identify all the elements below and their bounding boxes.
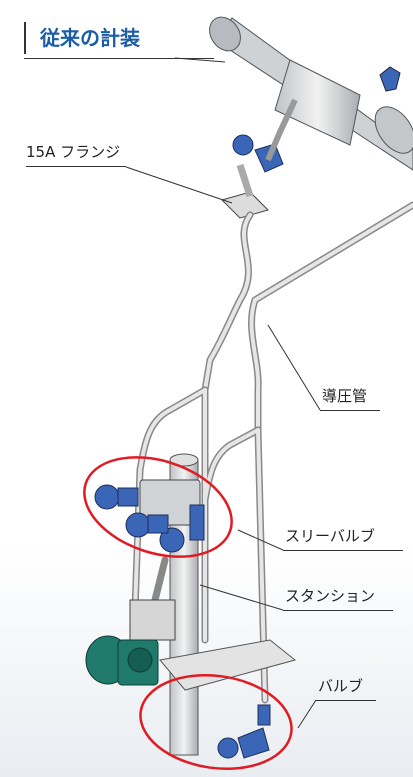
- valve-highlight: [139, 673, 293, 771]
- three-valve-label-underline: [283, 550, 403, 551]
- three-valve-label: スリーバルブ: [285, 527, 375, 545]
- flange-label: 15A フランジ: [26, 143, 121, 161]
- title-underline: [24, 58, 214, 59]
- stanchion-label-underline: [283, 610, 393, 611]
- stanchion-label: スタンション: [285, 587, 376, 605]
- root-valve: [232, 98, 298, 173]
- impulse-pipe-label: 導圧管: [322, 387, 368, 405]
- flange: [221, 163, 269, 219]
- drain-valve: [217, 704, 271, 759]
- valve-label: バルブ: [318, 677, 364, 695]
- page-title: 従来の計装: [24, 22, 140, 54]
- flange-label-underline: [26, 166, 126, 167]
- three-valve-manifold: [94, 479, 205, 553]
- transmitter: [85, 599, 176, 686]
- impulse-pipe-label-underline: [320, 410, 380, 411]
- process-pipe: [209, 16, 413, 171]
- valve-label-underline: [316, 700, 376, 701]
- three-valve-highlight: [83, 456, 233, 558]
